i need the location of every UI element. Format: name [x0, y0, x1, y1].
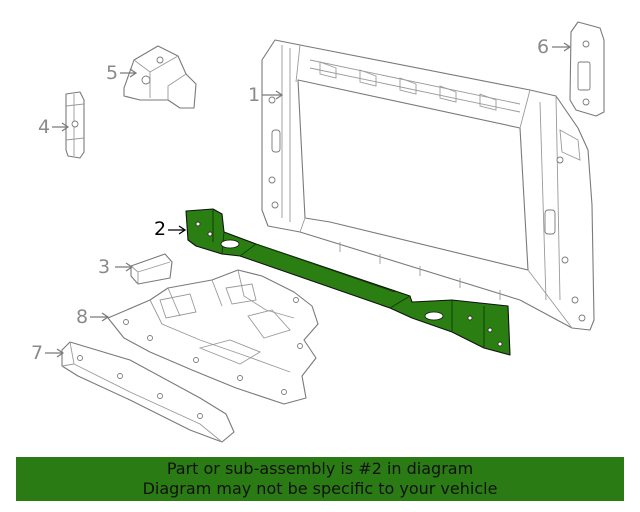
callout-8[interactable]: 8: [76, 306, 89, 328]
part-5-mounting-bracket: [123, 45, 197, 109]
part-3-bracket: [130, 253, 173, 285]
banner-line-disclaimer: Diagram may not be specific to your vehi…: [142, 479, 498, 498]
callout-2[interactable]: 2: [154, 218, 167, 240]
callout-3[interactable]: 3: [98, 256, 111, 278]
part-6-plate: [569, 21, 605, 117]
part-8-splash-shield: [107, 269, 319, 405]
callout-4[interactable]: 4: [38, 116, 51, 138]
part-4-vertical-bracket: [65, 91, 85, 159]
part-1-radiator-support: [261, 39, 595, 331]
callout-7[interactable]: 7: [31, 342, 44, 364]
part-7-deflector: [61, 341, 235, 443]
leader-arrows: [45, 42, 572, 358]
info-banner: Part or sub-assembly is #2 in diagram Di…: [16, 457, 624, 501]
callout-1[interactable]: 1: [248, 84, 261, 106]
part-2-lower-crossmember: [185, 208, 511, 356]
callout-5[interactable]: 5: [106, 62, 119, 84]
callout-6[interactable]: 6: [537, 36, 550, 58]
banner-line-part: Part or sub-assembly is #2 in diagram: [166, 459, 474, 478]
